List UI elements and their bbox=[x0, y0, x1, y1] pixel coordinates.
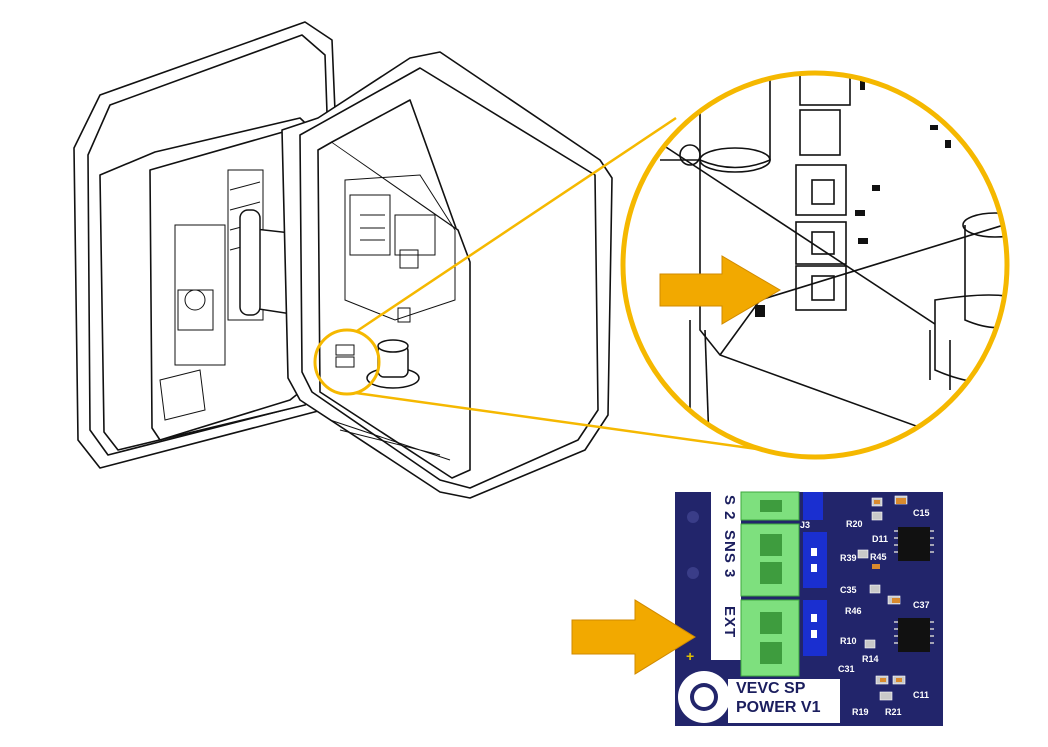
label-r45: R45 bbox=[870, 552, 887, 562]
arrow-pcb bbox=[571, 599, 696, 675]
zoom-ring bbox=[620, 70, 1010, 460]
label-c31: C31 bbox=[838, 664, 855, 674]
enclosure-body bbox=[281, 51, 613, 499]
connector-label-sns3: SNS 3 bbox=[721, 530, 738, 579]
label-c35: C35 bbox=[840, 585, 857, 595]
board-title-line1: VEVC SP bbox=[736, 680, 806, 697]
connector-label-s2: S 2 bbox=[721, 495, 738, 521]
zoom-view bbox=[623, 73, 1007, 457]
label-r14: R14 bbox=[862, 654, 879, 664]
board-title-line2: POWER V1 bbox=[736, 699, 821, 716]
body-connectors bbox=[335, 344, 355, 368]
label-j3: J3 bbox=[800, 520, 811, 530]
body-internals bbox=[329, 174, 456, 461]
label-c37: C37 bbox=[913, 600, 930, 610]
connector-label-ext: EXT bbox=[721, 606, 738, 639]
label-c15: C15 bbox=[913, 508, 930, 518]
label-r20: R20 bbox=[846, 519, 863, 529]
label-r10: R10 bbox=[840, 636, 857, 646]
label-c11: C11 bbox=[913, 690, 930, 700]
enclosure-door bbox=[73, 21, 346, 469]
callout-line-top bbox=[356, 116, 677, 333]
plus-mark: + bbox=[686, 648, 695, 664]
callout-small-circle bbox=[313, 328, 381, 396]
label-r46: R46 bbox=[845, 606, 862, 616]
pcb-photo bbox=[675, 491, 943, 726]
cable-gland bbox=[366, 339, 420, 389]
arrow-zoom bbox=[659, 255, 781, 325]
label-r39: R39 bbox=[840, 553, 857, 563]
callout-line-bottom bbox=[355, 391, 801, 457]
label-d11: D11 bbox=[872, 534, 889, 544]
label-r19: R19 bbox=[852, 707, 869, 717]
label-r21: R21 bbox=[885, 707, 902, 717]
board-title: VEVC SP POWER V1 bbox=[728, 679, 840, 723]
